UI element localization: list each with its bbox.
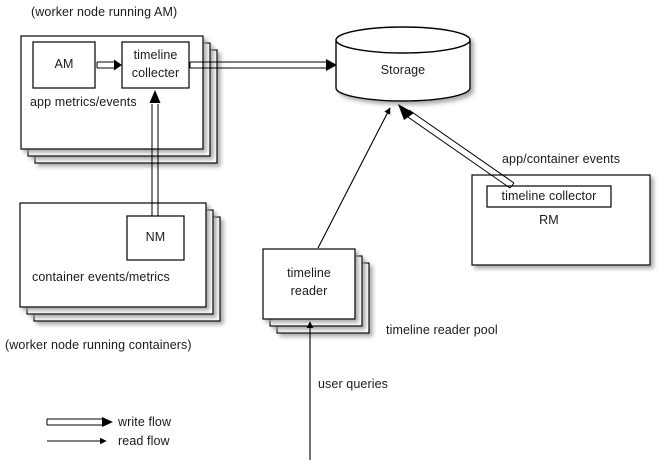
legend-write-flow-label: write flow [118,415,172,429]
worker-node-containers-caption: (worker node running containers) [5,338,192,352]
arrow-nm-to-collecter [149,90,161,217]
timeline-reader-pool-label: timeline reader pool [386,323,498,337]
rm-timeline-collector-box [486,185,612,208]
storage-cylinder [335,26,471,102]
am-timeline-collecter-label-line1: timeline [133,48,178,62]
app-metrics-events-label: app metrics/events [30,95,137,109]
legend-write-flow-arrow [46,417,113,427]
nm-box [126,215,185,261]
am-timeline-collecter-label-line2: collecter [131,66,180,80]
legend-read-flow-label: read flow [118,434,170,448]
arrow-collecter-to-storage [189,59,337,71]
storage-label: Storage [380,63,426,77]
nm-box-label: NM [145,230,166,244]
timeline-reader-stack [262,248,370,334]
arrow-rm-collector-to-storage [398,104,515,189]
timeline-reader-label-line2: reader [290,284,328,298]
worker-node-containers-stack [19,202,221,322]
am-box [32,41,96,89]
rm-timeline-collector-label: timeline collector [501,189,597,203]
arrow-am-to-collecter [96,59,122,71]
worker-node-am-caption: (worker node running AM) [31,5,178,19]
user-queries-label: user queries [318,377,388,391]
arrow-reader-to-storage [317,107,391,249]
am-timeline-collecter-box [121,41,190,89]
am-box-label: AM [54,57,74,71]
container-events-metrics-label: container events/metrics [32,270,170,284]
app-container-events-label: app/container events [502,152,621,166]
timeline-reader-label-line1: timeline [287,266,331,280]
rm-box-label: RM [539,213,559,227]
